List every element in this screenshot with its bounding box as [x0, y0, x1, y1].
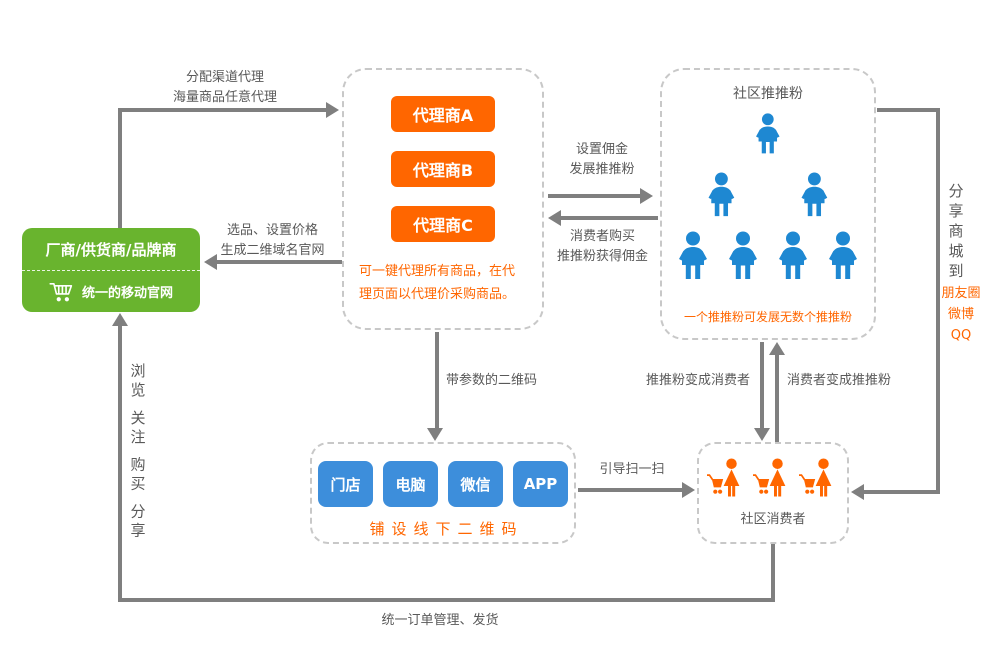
channels-label: 铺设线下二维码: [369, 520, 524, 538]
agent-c-button[interactable]: 代理商C: [391, 206, 495, 242]
arrow-select-line: [217, 260, 342, 264]
fans-box: 社区推推粉 一个推推粉可发展无数个推推粉: [660, 68, 876, 340]
woman-with-cart-icon: [752, 458, 786, 497]
arrow-share-line-v: [936, 108, 940, 494]
woman-with-cart-icon: [706, 458, 739, 497]
channels-box: 门店 电脑 微信 APP 铺设线下二维码: [310, 442, 576, 544]
arrow-consumer-to-fan-line: [775, 355, 779, 442]
arrow-assign-line-h: [118, 108, 326, 112]
channel-store-button[interactable]: 门店: [318, 461, 373, 507]
manufacturer-title: 厂商/供货商/品牌商: [22, 228, 200, 271]
arrow-select-head: [204, 254, 217, 270]
label-order: 统一订单管理、发货: [381, 613, 499, 628]
agent-a-button[interactable]: 代理商A: [391, 96, 495, 132]
arrow-qrcode-line: [435, 332, 439, 428]
label-share-targets: 朋友圈 微博 QQ: [941, 286, 981, 343]
arrow-qrcode-head: [427, 428, 443, 441]
arrow-fan-to-consumer-head: [754, 428, 770, 441]
person-icon: [708, 172, 735, 217]
fans-row-2: [662, 172, 874, 218]
agent-b-button[interactable]: 代理商B: [391, 151, 495, 187]
arrow-share-line-bottom: [864, 490, 940, 494]
label-consumer-to-fan: 消费者变成推推粉: [787, 373, 892, 388]
label-qrcode: 带参数的二维码: [446, 373, 538, 388]
arrow-share-head: [851, 484, 864, 500]
arrow-order-line-left: [118, 325, 122, 600]
manufacturer-subtitle-row: 统一的移动官网: [22, 271, 200, 311]
consumers-row: [699, 458, 847, 500]
arrow-commission-head: [640, 188, 653, 204]
arrow-purchase-line: [561, 216, 658, 220]
channels-row: 门店 电脑 微信 APP: [312, 461, 574, 507]
channel-app-button[interactable]: APP: [513, 461, 568, 507]
fans-row-3: [662, 231, 874, 281]
label-purchase: 消费者购买 推推粉获得佣金: [556, 229, 648, 264]
arrow-assign-head: [326, 102, 339, 118]
arrow-order-line-bottom: [118, 598, 775, 602]
fans-row-1: [662, 113, 874, 155]
fans-title: 社区推推粉: [733, 86, 803, 102]
arrow-order-line-right: [771, 544, 775, 600]
arrow-commission-line: [548, 194, 640, 198]
consumers-box: 社区消费者: [697, 442, 849, 544]
person-icon: [829, 231, 857, 279]
agents-note: 可一键代理所有商品，在代理页面以代理价采购商品。: [359, 264, 516, 302]
arrow-scan-line: [578, 488, 682, 492]
label-share: 分享商城到: [946, 183, 965, 283]
manufacturer-subtitle: 统一的移动官网: [81, 285, 173, 301]
arrow-consumer-to-fan-head: [769, 342, 785, 355]
woman-with-cart-icon: [799, 458, 832, 497]
label-commission: 设置佣金 发展推推粉: [569, 142, 635, 177]
fans-note: 一个推推粉可发展无数个推推粉: [683, 310, 852, 324]
arrow-fan-to-consumer-line: [760, 342, 764, 428]
arrow-assign-line-v: [118, 112, 122, 228]
person-icon: [801, 172, 828, 217]
label-scan: 引导扫一扫: [599, 462, 665, 477]
person-icon: [679, 231, 707, 279]
manufacturer-box: 厂商/供货商/品牌商 统一的移动官网: [22, 228, 200, 312]
label-select: 选品、设置价格 生成二维域名官网: [220, 223, 325, 258]
arrow-share-line-top: [877, 108, 940, 112]
person-icon: [729, 231, 757, 279]
shopping-cart-icon: [49, 282, 73, 301]
arrow-purchase-head: [548, 210, 561, 226]
arrow-order-head: [112, 313, 128, 326]
label-assign: 分配渠道代理 海量商品任意代理: [172, 70, 277, 105]
agents-box: 代理商A 代理商B 代理商C 可一键代理所有商品，在代理页面以代理价采购商品。: [342, 68, 544, 330]
channel-pc-button[interactable]: 电脑: [383, 461, 438, 507]
channel-wechat-button[interactable]: 微信: [448, 461, 503, 507]
label-browse: 浏览 关注 购买 分享: [128, 363, 147, 542]
consumers-label: 社区消费者: [740, 512, 806, 527]
person-icon: [756, 113, 780, 154]
person-icon: [779, 231, 807, 279]
label-fan-to-consumer: 推推粉变成消费者: [645, 373, 750, 388]
arrow-scan-head: [682, 482, 695, 498]
